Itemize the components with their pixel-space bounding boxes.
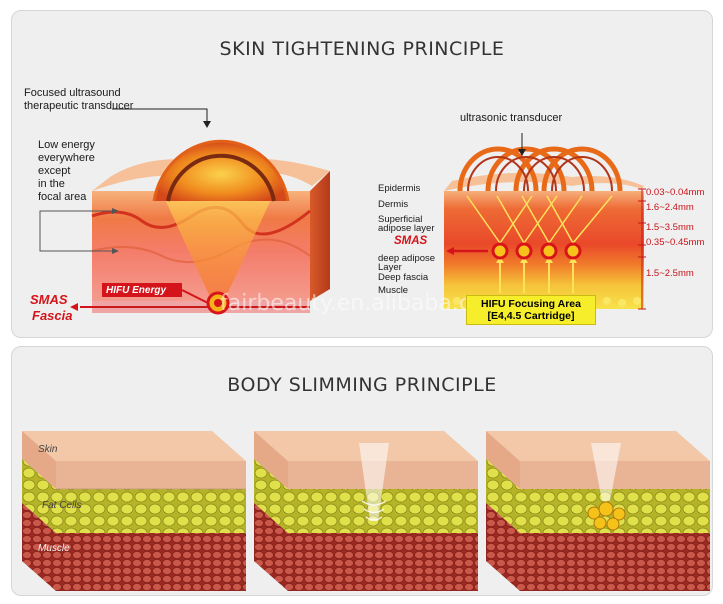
transducer-label-line1: Focused ultrasound: [24, 87, 121, 99]
layer-dermis: Dermis: [378, 199, 409, 210]
measurement-deep: 1.5~2.5mm: [646, 268, 694, 279]
fascia-label: Fascia: [32, 308, 73, 323]
skin-tightening-title: SKIN TIGHTENING PRINCIPLE: [219, 38, 505, 60]
measurement-smas: 0.35~0.45mm: [646, 237, 705, 248]
watermark: fairbeauty.en.alibaba.com: [220, 291, 506, 316]
low-energy-line5: focal area: [38, 191, 87, 203]
layer-superficial-2: adipose layer: [378, 223, 435, 234]
layer-superficial-1: Superficial: [378, 214, 423, 225]
fat-cells-label: Fat Cells: [42, 500, 82, 511]
low-energy-line1: Low energy: [38, 139, 95, 151]
transducer-label-line2: therapeutic transducer: [24, 100, 134, 112]
hifu-energy-label: HIFU Energy: [106, 285, 167, 296]
hifu-skin-diagram: [39, 108, 646, 315]
skin-tightening-panel: SKIN TIGHTENING PRINCIPLE: [11, 10, 713, 338]
measurement-epidermis: 0.03~0.04mm: [646, 187, 705, 198]
measurement-dermis: 1.6~2.4mm: [646, 202, 694, 213]
layer-deep-adipose-2: Layer: [378, 262, 402, 273]
layer-epidermis: Epidermis: [378, 183, 421, 194]
ultrasonic-transducer-label: ultrasonic transducer: [460, 112, 563, 124]
low-energy-line2: everywhere: [38, 152, 95, 164]
smas-label: SMAS: [30, 292, 68, 307]
measurement-superficial: 1.5~3.5mm: [646, 222, 694, 233]
low-energy-line3: except: [38, 165, 71, 177]
focus-box-line2: [E4,4.5 Cartridge]: [487, 310, 575, 322]
body-slimming-title: BODY SLIMMING PRINCIPLE: [227, 374, 497, 396]
layer-smas: SMAS: [394, 235, 428, 247]
layer-deep-adipose-1: deep adipose: [378, 253, 436, 264]
layer-deep-fascia: Deep fascia: [378, 272, 429, 283]
skin-layer-label: Skin: [38, 444, 58, 455]
focus-box-line1: HIFU Focusing Area: [481, 298, 581, 310]
low-energy-line4: in the: [38, 178, 65, 190]
muscle-layer-label: Muscle: [38, 543, 70, 554]
body-slimming-panel: BODY SLIMMING PRINCIPLE: [11, 346, 713, 596]
hifu-focusing-area-box: HIFU Focusing Area [E4,4.5 Cartridge]: [466, 295, 596, 325]
layer-muscle: Muscle: [378, 285, 409, 296]
body-slimming-diagrams: [22, 431, 710, 591]
